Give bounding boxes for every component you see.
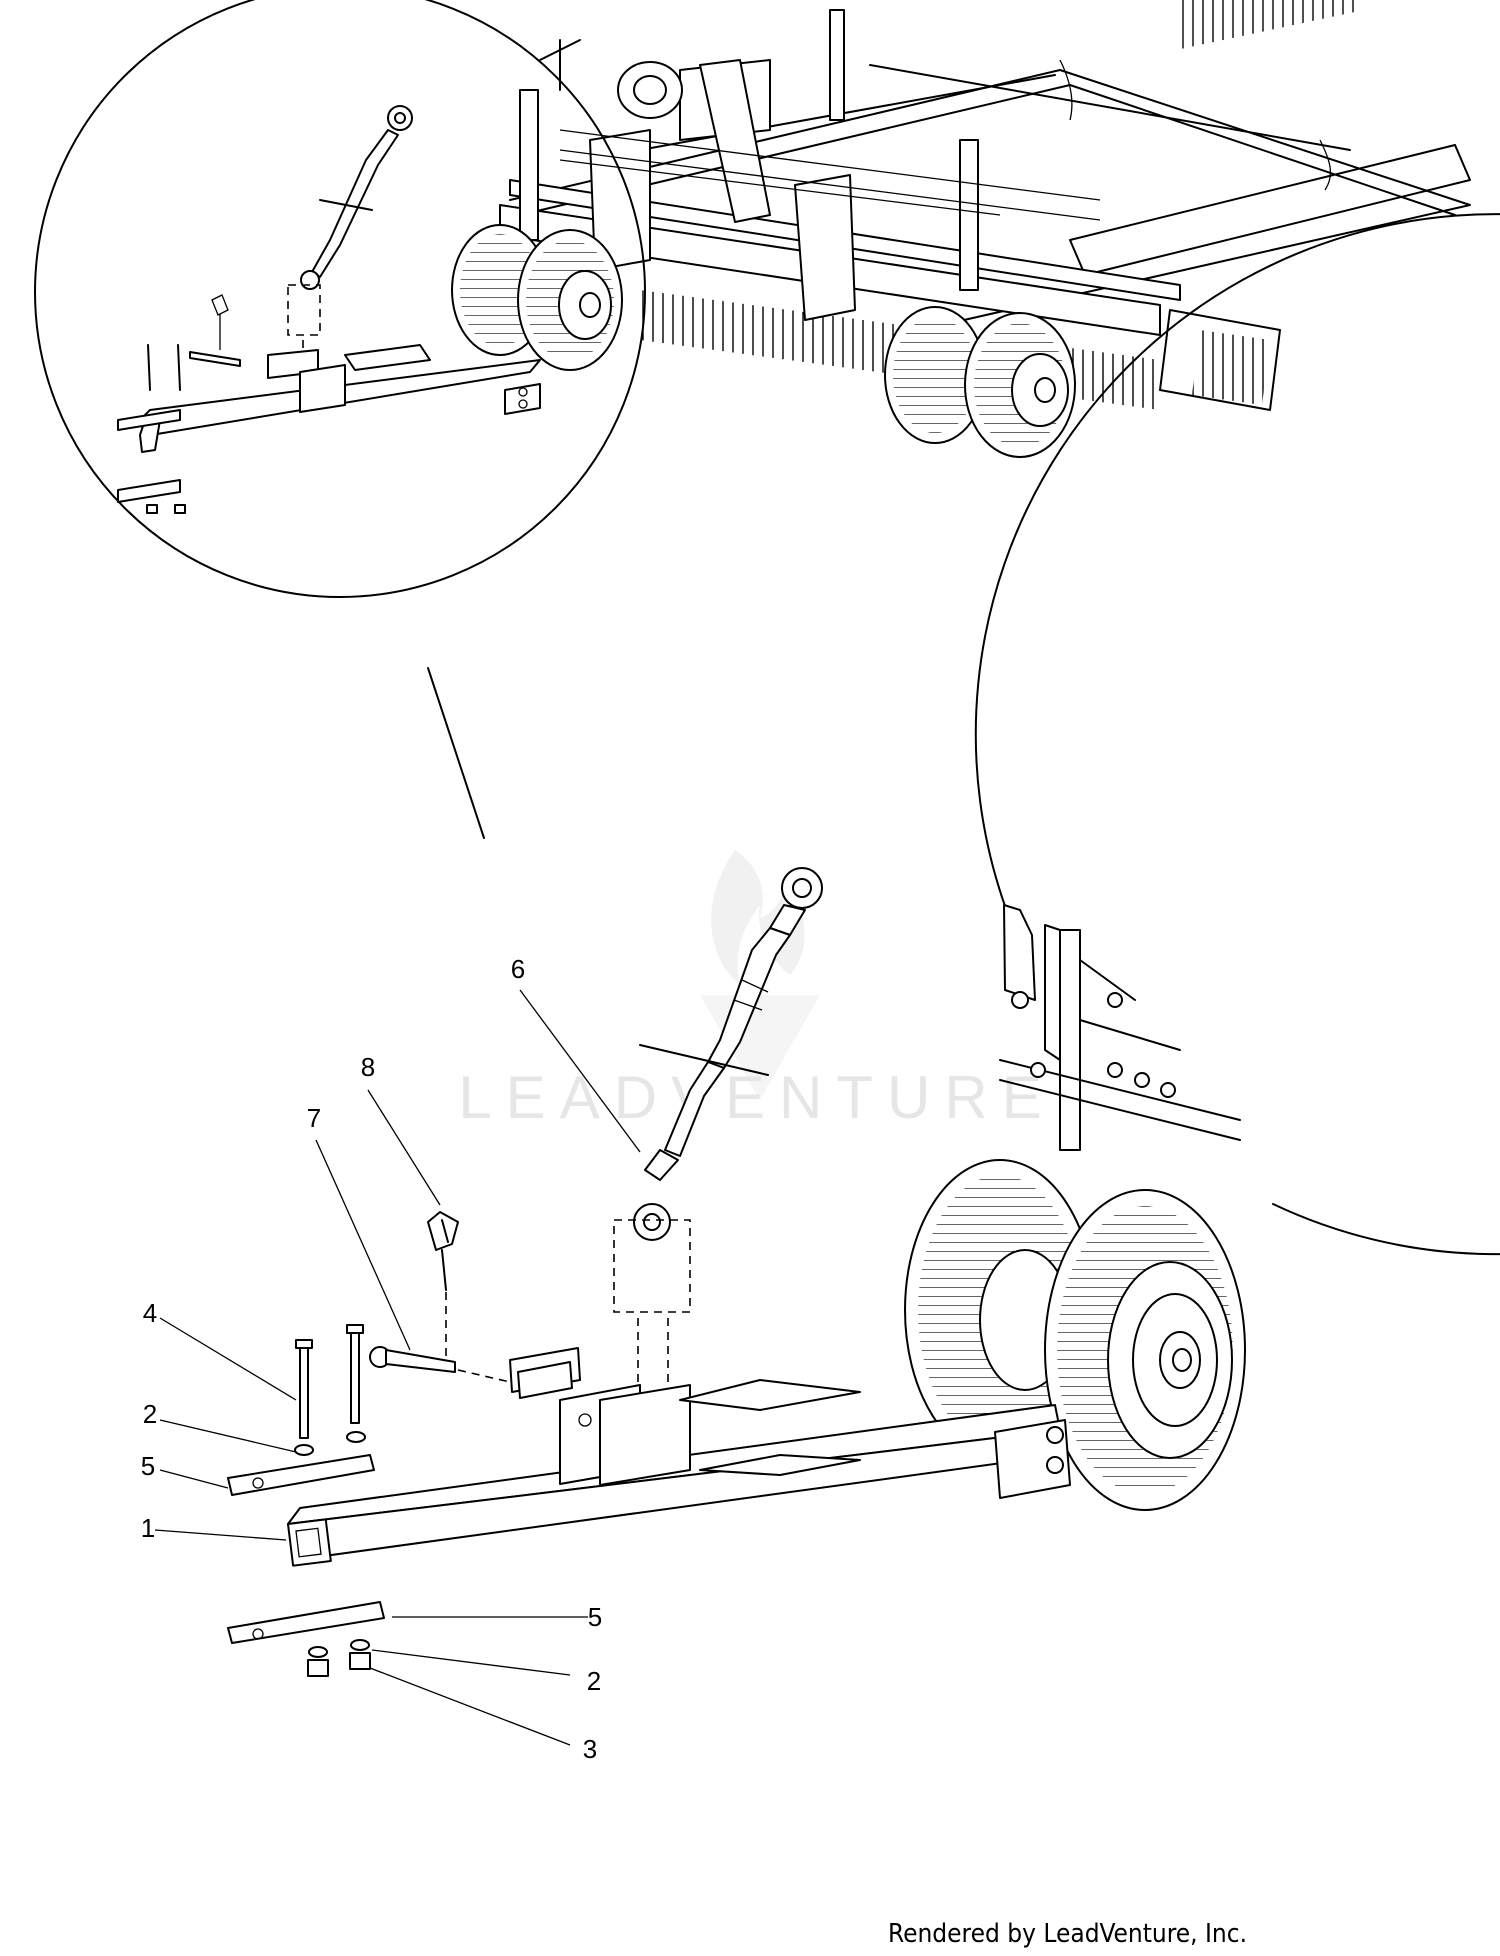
callout-3: 3 <box>583 1734 597 1764</box>
callout-4: 4 <box>143 1298 157 1328</box>
drawbar <box>286 1347 1071 1567</box>
watermark-text: LEADVENTURE <box>458 1064 1055 1131</box>
machine-fragment <box>904 904 1246 1511</box>
top-link-small <box>300 105 413 290</box>
detail-connector-line <box>427 667 485 839</box>
callout-2-lower: 2 <box>587 1666 601 1696</box>
detail-circle-small <box>34 0 646 598</box>
lynch-pin <box>427 1211 459 1291</box>
hitch-pin <box>369 1346 456 1373</box>
callout-2-upper: 2 <box>143 1399 157 1429</box>
callout-8: 8 <box>361 1052 375 1082</box>
callout-5-upper: 5 <box>141 1451 155 1481</box>
top-link-assembly <box>633 867 823 1241</box>
drawbar-small <box>139 344 541 453</box>
wheel-pair-left <box>451 224 623 371</box>
footer-credit: Rendered by LeadVenture, Inc. <box>888 1919 1247 1949</box>
callout-1: 1 <box>141 1513 155 1543</box>
callout-6: 6 <box>511 954 525 984</box>
wheel-pair-right <box>884 306 1076 458</box>
watermark: LEADVENTURE <box>458 850 1055 1131</box>
bolts <box>295 1324 364 1439</box>
leader-lines <box>154 989 641 1746</box>
callout-5-lower: 5 <box>588 1602 602 1632</box>
detail-circle-large: 6 8 7 4 2 5 1 5 2 3 <box>141 213 1500 1764</box>
machine-overview <box>451 0 1471 458</box>
callout-7: 7 <box>307 1103 321 1133</box>
callouts: 6 8 7 4 2 5 1 5 2 3 <box>141 954 602 1764</box>
